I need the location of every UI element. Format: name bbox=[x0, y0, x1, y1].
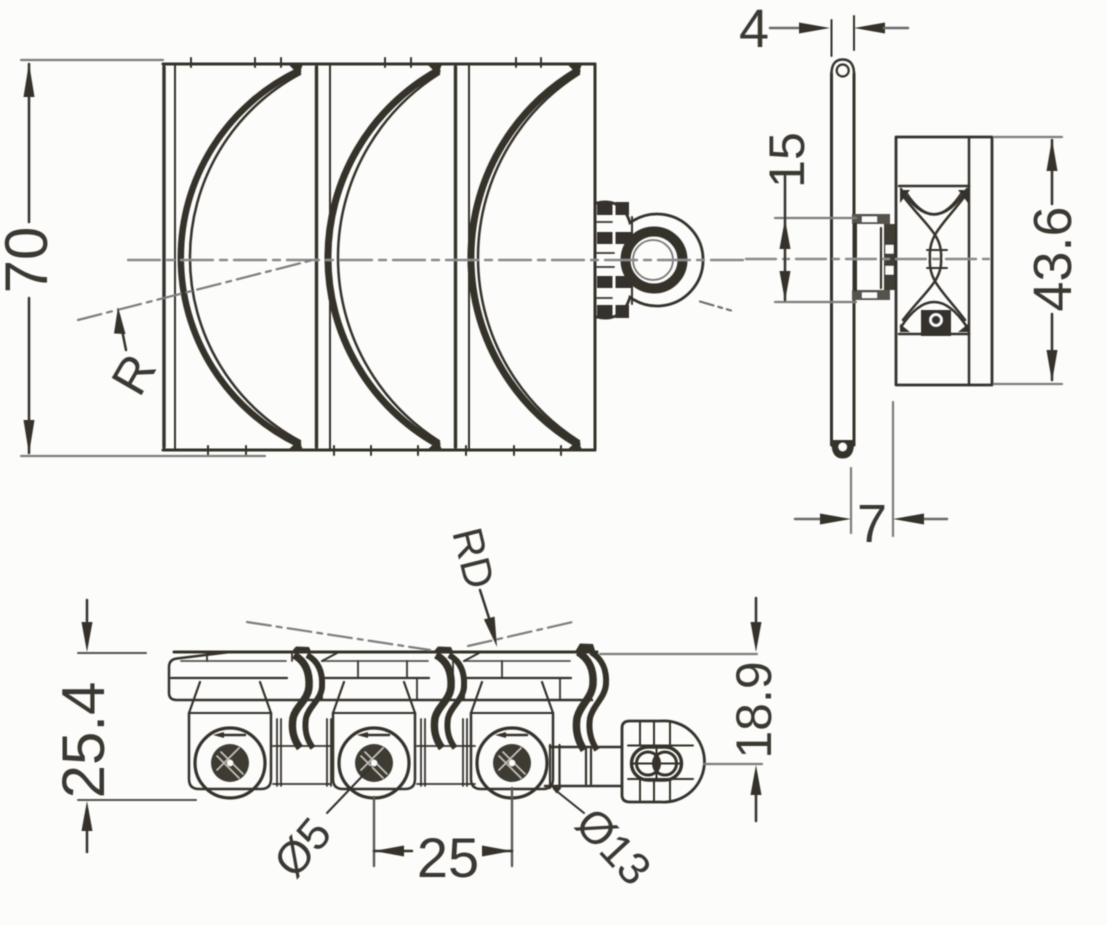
svg-text:15: 15 bbox=[759, 132, 815, 188]
svg-text:RD: RD bbox=[443, 523, 503, 593]
svg-text:4: 4 bbox=[739, 0, 769, 59]
svg-text:Ø5: Ø5 bbox=[264, 808, 342, 887]
svg-text:43.6: 43.6 bbox=[1023, 206, 1083, 311]
svg-text:18.9: 18.9 bbox=[726, 661, 782, 758]
svg-text:R: R bbox=[101, 345, 168, 404]
svg-text:70: 70 bbox=[0, 227, 60, 294]
svg-text:25.4: 25.4 bbox=[50, 682, 117, 799]
svg-text:7: 7 bbox=[857, 494, 887, 554]
svg-text:Ø13: Ø13 bbox=[566, 798, 661, 895]
svg-text:25: 25 bbox=[417, 826, 479, 889]
